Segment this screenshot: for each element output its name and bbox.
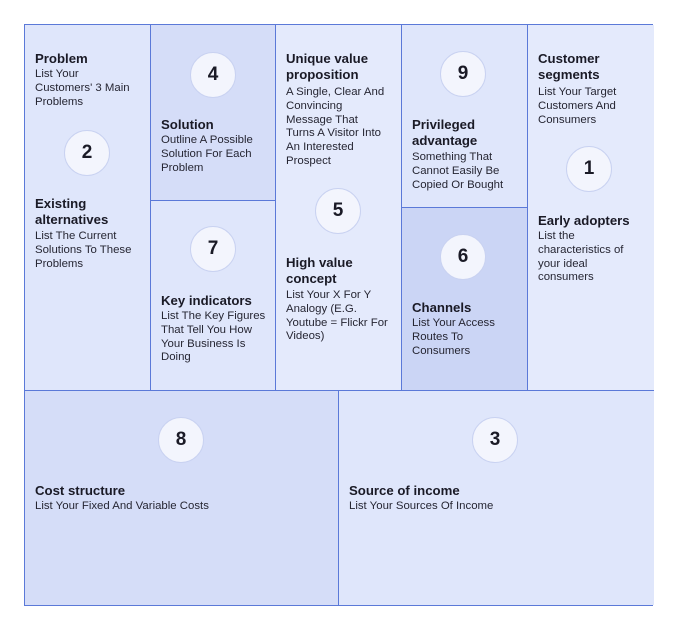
cost-structure-title: Cost structure: [35, 483, 126, 498]
problem-block: Problem List Your Customers' 3 Main Prob…: [25, 25, 151, 391]
key-indicators-title: Key indicators: [161, 293, 252, 308]
privileged-advantage-description: Something That Cannot Easily Be Copied O…: [412, 151, 504, 191]
high-value-concept-title: High value concept: [286, 255, 353, 286]
lean-canvas: Problem List Your Customers' 3 Main Prob…: [24, 24, 654, 606]
customer-segments-block: Customer segments List Your Target Custo…: [528, 25, 654, 391]
privileged-advantage-number-badge: 9: [440, 51, 486, 97]
customer-segments-title: Customer segments: [538, 51, 600, 82]
channels-number-badge: 6: [440, 234, 486, 280]
existing-alternatives-title: Existing alternatives: [35, 196, 109, 227]
early-adopters-title: Early adopters: [538, 213, 630, 228]
unique-value-proposition-description: A Single, Clear And Convincing Message T…: [286, 86, 385, 167]
unique-value-proposition-number-badge: 5: [315, 188, 361, 234]
privileged-advantage-block: 9 Privileged advantage Something That Ca…: [402, 25, 528, 208]
source-of-income-title: Source of income: [349, 483, 460, 498]
source-of-income-number-badge: 3: [472, 417, 518, 463]
channels-block: 6 Channels List Your Access Routes To Co…: [402, 208, 528, 391]
problem-title: Problem: [35, 51, 88, 66]
key-indicators-number-badge: 7: [190, 226, 236, 272]
problem-number-badge: 2: [64, 130, 110, 176]
key-indicators-description: List The Key Figures That Tell You How Y…: [161, 310, 266, 364]
customer-segments-number-badge: 1: [566, 146, 612, 192]
high-value-concept-description: List Your X For Y Analogy (E.G. Youtube …: [286, 289, 388, 343]
privileged-advantage-title: Privileged advantage: [412, 117, 478, 148]
customer-segments-description: List Your Target Customers And Consumers: [538, 86, 617, 126]
unique-value-proposition-block: Unique value proposition A Single, Clear…: [276, 25, 402, 391]
solution-description: Outline A Possible Solution For Each Pro…: [161, 134, 253, 174]
cost-structure-number-badge: 8: [158, 417, 204, 463]
problem-description: List Your Customers' 3 Main Problems: [35, 68, 130, 108]
cost-structure-description: List Your Fixed And Variable Costs: [35, 500, 209, 512]
channels-title: Channels: [412, 300, 472, 315]
existing-alternatives-description: List The Current Solutions To These Prob…: [35, 230, 132, 270]
unique-value-proposition-title: Unique value proposition: [286, 51, 369, 82]
key-indicators-block: 7 Key indicators List The Key Figures Th…: [151, 201, 276, 391]
channels-description: List Your Access Routes To Consumers: [412, 317, 495, 357]
source-of-income-description: List Your Sources Of Income: [349, 500, 494, 512]
early-adopters-description: List the characteristics of your ideal c…: [538, 230, 624, 284]
cost-structure-block: 8 Cost structure List Your Fixed And Var…: [25, 391, 339, 605]
solution-number-badge: 4: [190, 52, 236, 98]
solution-title: Solution: [161, 117, 214, 132]
solution-block: 4 Solution Outline A Possible Solution F…: [151, 25, 276, 201]
source-of-income-block: 3 Source of income List Your Sources Of …: [339, 391, 654, 605]
